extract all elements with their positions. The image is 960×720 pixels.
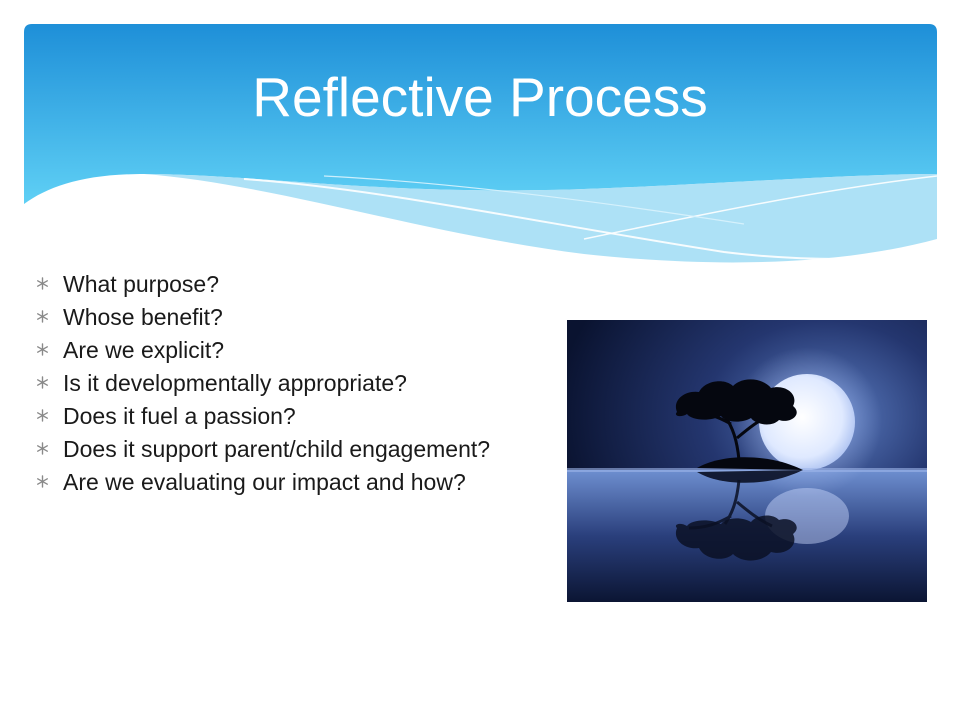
bullet-text: What purpose?	[63, 271, 219, 297]
asterisk-icon	[37, 277, 49, 290]
asterisk-icon	[37, 376, 49, 389]
list-item: Is it developmentally appropriate?	[36, 369, 546, 397]
bullet-list: What purpose? Whose benefit? Are we ex	[36, 270, 546, 501]
asterisk-icon	[37, 343, 49, 356]
bullet-text: Does it support parent/child engagement?	[63, 436, 491, 462]
header-banner	[24, 24, 937, 274]
list-item: Does it fuel a passion?	[36, 402, 546, 430]
header-wave-graphic	[24, 24, 937, 263]
list-item: Does it support parent/child engagement?	[36, 435, 546, 463]
asterisk-icon	[37, 310, 49, 323]
bullet-text: Are we explicit?	[63, 337, 225, 363]
asterisk-icon	[37, 475, 49, 488]
list-item: What purpose?	[36, 270, 546, 298]
bullet-text: Does it fuel a passion?	[63, 403, 296, 429]
asterisk-icon	[37, 409, 49, 422]
asterisk-icon	[37, 442, 49, 455]
bullet-text: Whose benefit?	[63, 304, 223, 330]
bullet-text: Are we evaluating our impact and how?	[63, 469, 466, 495]
list-item: Are we explicit?	[36, 336, 546, 364]
list-item: Are we evaluating our impact and how?	[36, 468, 546, 496]
list-item: Whose benefit?	[36, 303, 546, 331]
slide-title: Reflective Process	[252, 66, 708, 128]
moon-tree-photo	[567, 320, 927, 602]
bullet-text: Is it developmentally appropriate?	[63, 370, 407, 396]
